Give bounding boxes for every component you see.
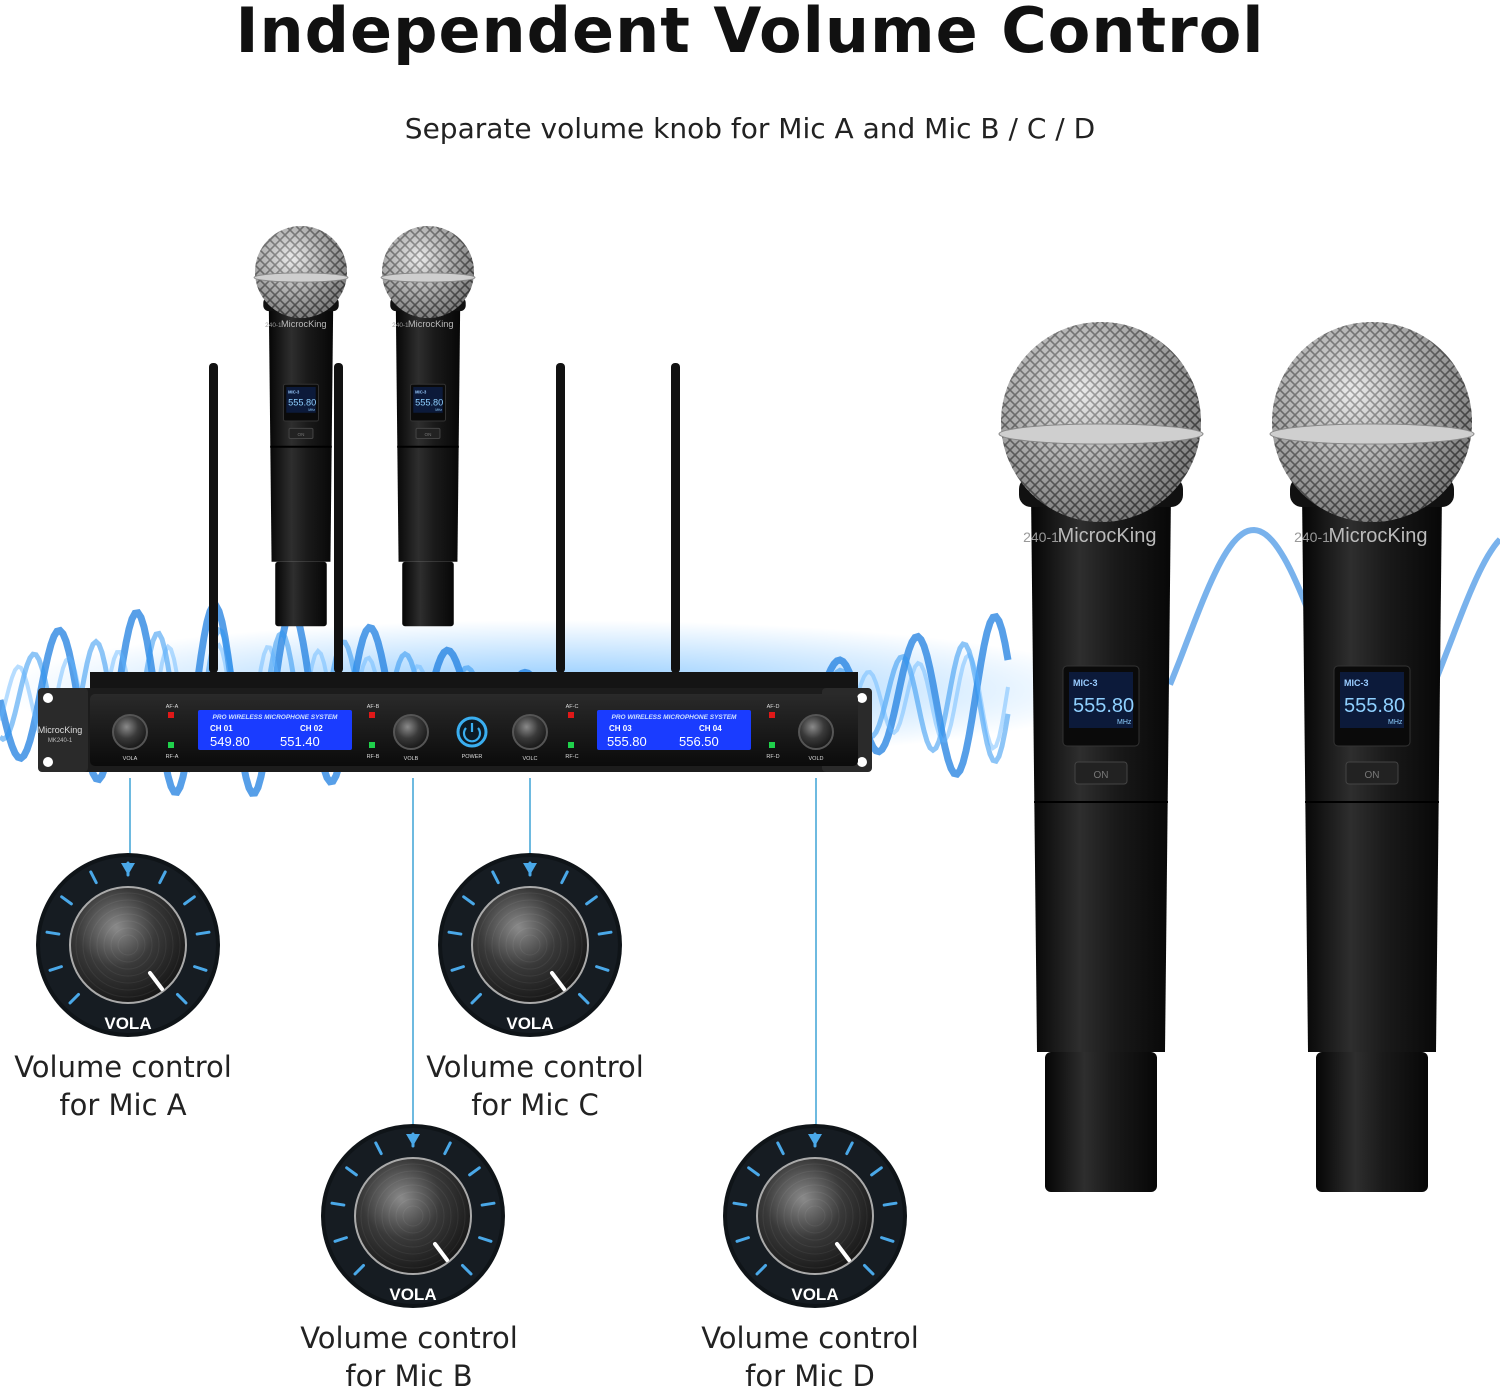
mic-frequency: 555.80 — [1073, 695, 1134, 717]
mic-brand: MicrocKing — [408, 319, 453, 329]
mic-frequency: 555.80 — [415, 397, 443, 407]
knob-label: VOLA — [791, 1285, 838, 1304]
mic-channel: MIC-3 — [415, 389, 427, 394]
receiver-unit: MicrocKing MK240-1 PRO WIRELESS MICROPHO… — [38, 672, 872, 772]
svg-text:CH 03: CH 03 — [609, 724, 632, 733]
svg-text:RF-A: RF-A — [166, 754, 179, 760]
page-subtitle: Separate volume knob for Mic A and Mic B… — [404, 112, 1096, 145]
mic-switch-label: ON — [1365, 770, 1380, 781]
svg-text:PRO WIRELESS MICROPHONE SYSTEM: PRO WIRELESS MICROPHONE SYSTEM — [612, 714, 738, 721]
mic-brand: MicrocKing — [1329, 525, 1428, 547]
svg-text:VOLB: VOLB — [404, 756, 419, 762]
power-button[interactable] — [456, 716, 488, 748]
svg-text:AF-C: AF-C — [566, 704, 579, 710]
receiver-antennas — [209, 363, 680, 673]
knob-label: VOLA — [506, 1014, 553, 1033]
receiver-model: MK240-1 — [48, 738, 73, 744]
svg-text:CH 04: CH 04 — [699, 724, 722, 733]
callout-lines — [129, 778, 817, 1130]
svg-text:VOLC: VOLC — [523, 756, 538, 762]
mic-model: 240-1 — [392, 322, 409, 329]
small-microphones: MicrocKing240-1MIC-3555.80MHzONMicrocKin… — [253, 226, 476, 627]
knob-mic-c[interactable]: VOLA — [438, 853, 622, 1037]
receiver-knob-a[interactable] — [112, 714, 148, 750]
mic-model: 240-1 — [265, 322, 282, 329]
svg-text:555.80: 555.80 — [607, 734, 647, 749]
svg-text:VOLA: VOLA — [123, 756, 138, 762]
svg-text:VOLD: VOLD — [809, 756, 824, 762]
knob-mic-d[interactable]: VOLA — [723, 1124, 907, 1308]
svg-text:RF-D: RF-D — [766, 754, 779, 760]
receiver-knob-b[interactable] — [393, 714, 429, 750]
mic-switch-label: ON — [425, 432, 432, 437]
svg-text:551.40: 551.40 — [280, 734, 320, 749]
mic-switch-label: ON — [298, 432, 305, 437]
svg-text:POWER: POWER — [462, 754, 483, 760]
mic-frequency: 555.80 — [1344, 695, 1405, 717]
mic-unit: MHz — [308, 408, 315, 412]
mic-channel: MIC-3 — [1344, 678, 1369, 688]
receiver-display-1: PRO WIRELESS MICROPHONE SYSTEM CH 01 549… — [198, 710, 352, 750]
knob-mic-a[interactable]: VOLA — [36, 853, 220, 1037]
svg-text:549.80: 549.80 — [210, 734, 250, 749]
receiver-brand: MicrocKing — [38, 725, 83, 735]
svg-text:AF-A: AF-A — [166, 704, 179, 710]
svg-text:556.50: 556.50 — [679, 734, 719, 749]
svg-text:PRO WIRELESS MICROPHONE SYSTEM: PRO WIRELESS MICROPHONE SYSTEM — [213, 714, 339, 721]
mic-model: 240-1 — [1294, 529, 1330, 545]
mic-unit: MHz — [435, 408, 442, 412]
mic-frequency: 555.80 — [288, 397, 316, 407]
mic-unit: MHz — [1388, 719, 1403, 726]
mic-channel: MIC-3 — [288, 389, 300, 394]
mic-brand: MicrocKing — [281, 319, 326, 329]
svg-text:RF-B: RF-B — [367, 754, 380, 760]
svg-text:AF-D: AF-D — [767, 704, 780, 710]
knob-label: VOLA — [389, 1285, 436, 1304]
mic-brand: MicrocKing — [1058, 525, 1157, 547]
svg-text:AF-B: AF-B — [367, 704, 380, 710]
mic-channel: MIC-3 — [1073, 678, 1098, 688]
svg-text:CH 01: CH 01 — [210, 724, 233, 733]
mic-unit: MHz — [1117, 719, 1132, 726]
mic-power-switch[interactable] — [1345, 761, 1399, 785]
receiver-knob-c[interactable] — [512, 714, 548, 750]
mic-power-switch[interactable] — [288, 427, 314, 440]
knob-label: VOLA — [104, 1014, 151, 1033]
mic-switch-label: ON — [1094, 770, 1109, 781]
mic-power-switch[interactable] — [415, 427, 441, 440]
mic-power-switch[interactable] — [1074, 761, 1128, 785]
receiver-knob-d[interactable] — [798, 714, 834, 750]
knob-mic-b[interactable]: VOLA — [321, 1124, 505, 1308]
svg-text:CH 02: CH 02 — [300, 724, 323, 733]
page-title: Independent Volume Control — [235, 0, 1265, 67]
mic-model: 240-1 — [1023, 529, 1059, 545]
receiver-display-2: PRO WIRELESS MICROPHONE SYSTEM CH 03 555… — [597, 710, 751, 750]
svg-text:RF-C: RF-C — [565, 754, 578, 760]
